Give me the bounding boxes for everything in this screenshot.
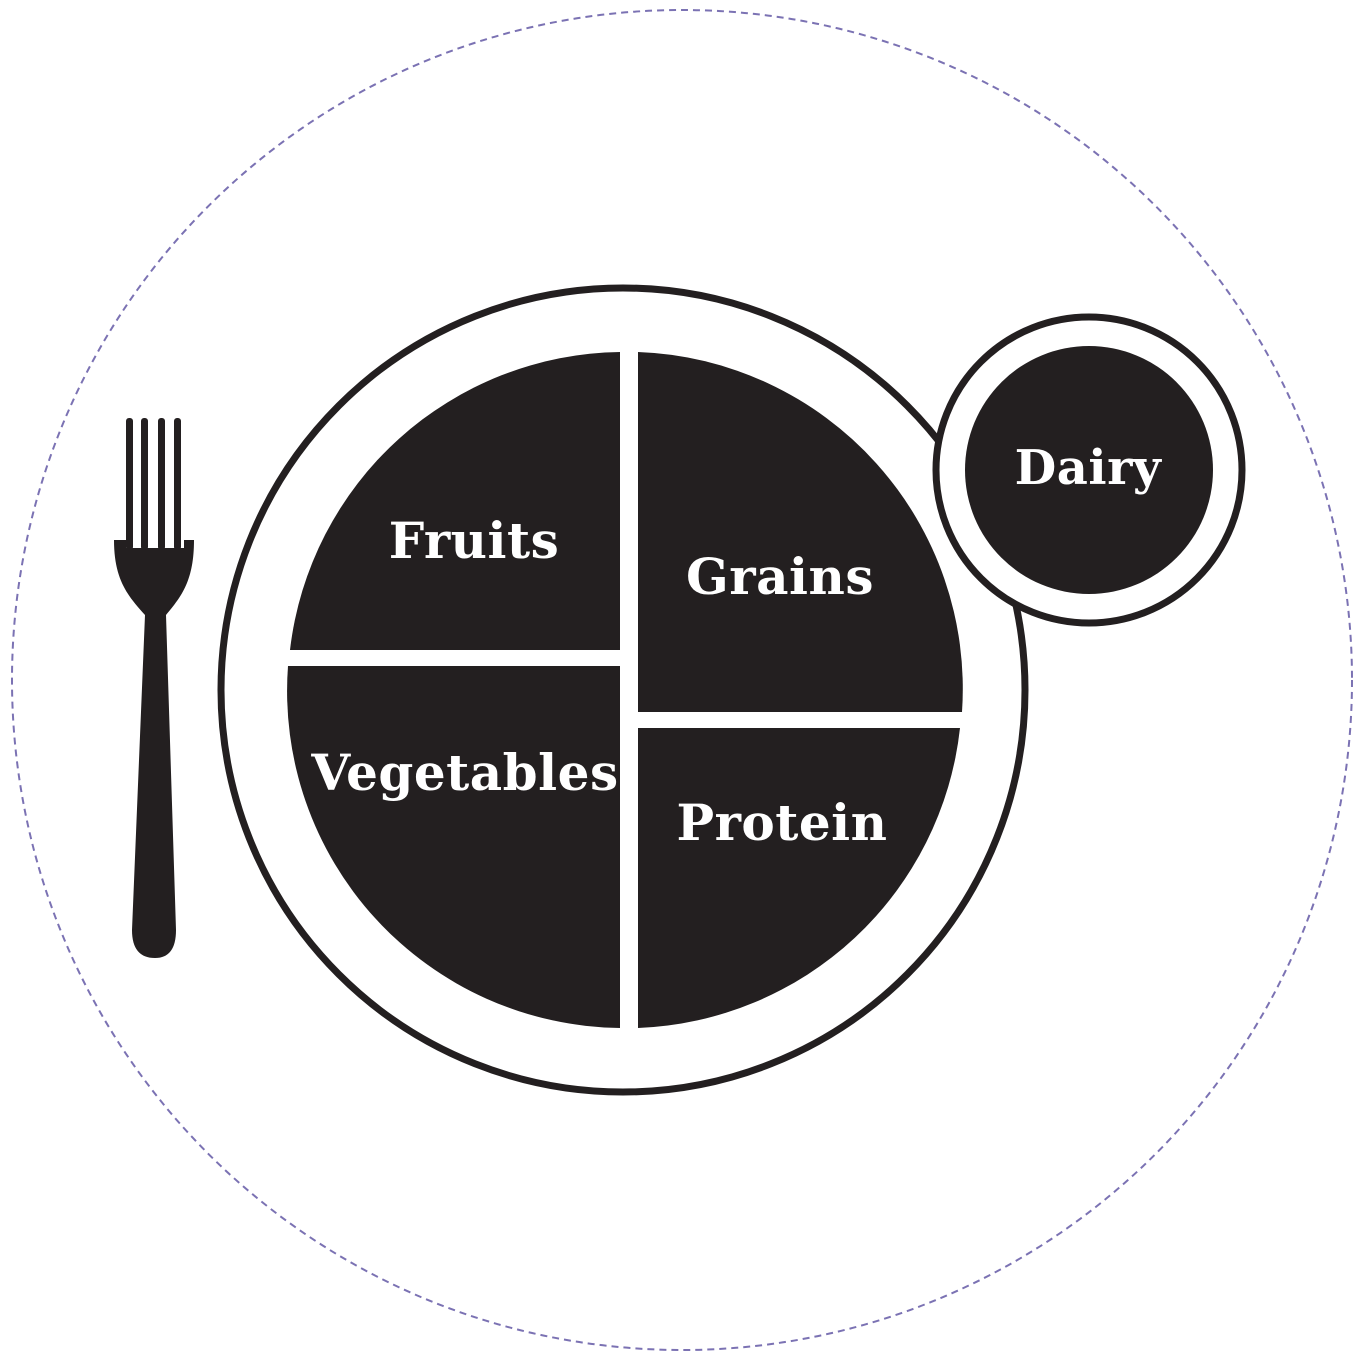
dairy-section (965, 346, 1213, 594)
protein-label: Protein (676, 793, 887, 852)
grains-section (638, 352, 963, 712)
fork-icon (114, 418, 194, 958)
vegetables-label: Vegetables (310, 743, 618, 802)
protein-section (638, 728, 960, 1028)
outer-dashed-circle (11, 9, 1353, 1351)
fruits-label: Fruits (389, 511, 560, 570)
vegetables-section (287, 666, 620, 1028)
grains-label: Grains (686, 547, 874, 606)
fruits-section (290, 352, 620, 650)
dairy-label: Dairy (1015, 440, 1163, 496)
